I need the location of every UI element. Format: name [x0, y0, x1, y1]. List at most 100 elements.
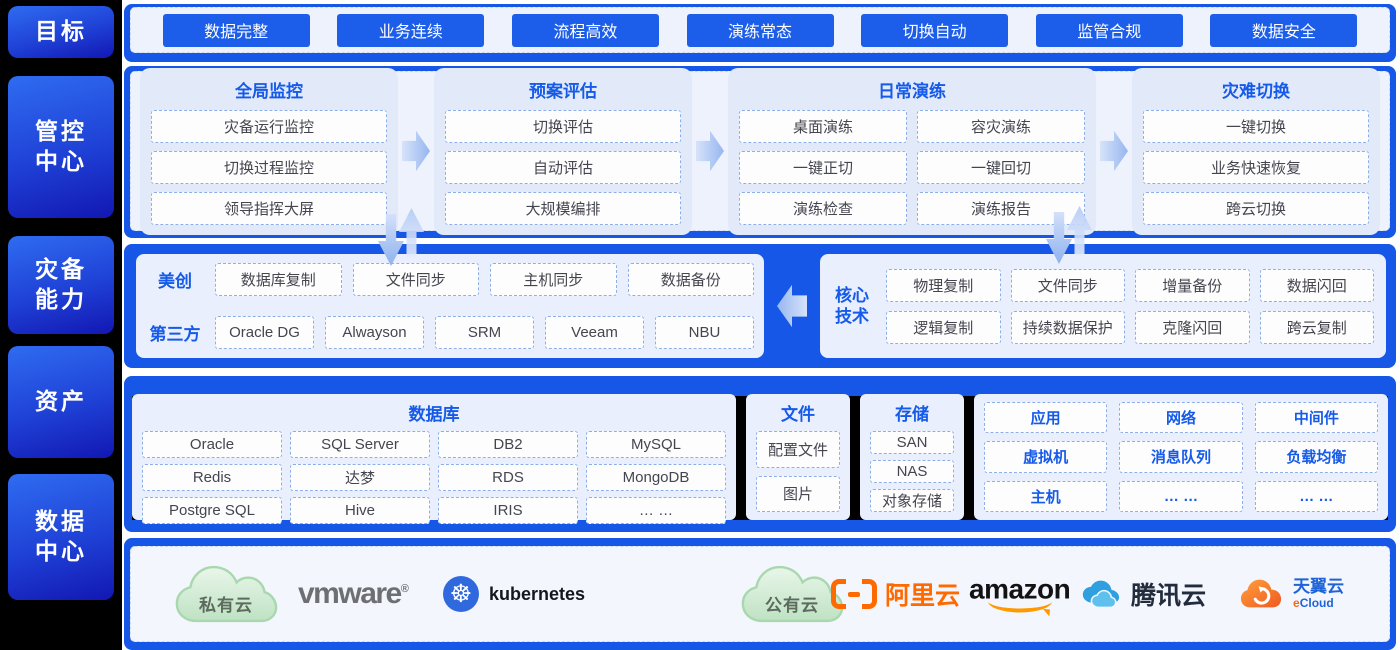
feature-chip: 演练报告 — [917, 191, 1085, 225]
asset-chip: 主机 — [984, 480, 1108, 512]
tencent-cloud-text: 腾讯云 — [1131, 582, 1207, 610]
feature-chip: 跨云切换 — [1143, 191, 1369, 225]
data-center-band: 私有云 vmware® ☸ kubernetes 公有云 — [124, 538, 1396, 650]
asset-chip: MySQL — [586, 431, 726, 458]
asset-chip: MongoDB — [586, 464, 726, 491]
capability-chip: 数据库复制 — [215, 263, 342, 296]
feature-chip: 容灾演练 — [917, 109, 1085, 143]
green-cloud-icon: 私有云 — [173, 563, 279, 625]
feature-chip: 一键正切 — [739, 150, 907, 184]
capability-chip: 主机同步 — [490, 263, 617, 296]
aliyun-text: 阿里云 — [885, 582, 961, 610]
goal-chip: 切换自动 — [861, 13, 1009, 47]
amazon-logo: amazon — [969, 573, 1071, 613]
rail-label-text: 资产 — [35, 388, 87, 415]
rail-label-text: 管控中心 — [34, 118, 87, 174]
down-up-arrows-icon — [378, 208, 428, 266]
panel-title: 数据库 — [408, 405, 460, 424]
rail-label-data-center: 数据中心 — [8, 474, 114, 600]
right-arrow-icon — [1100, 130, 1128, 172]
core-tech-items: 物理复制 文件同步 增量备份 数据闪回 逻辑复制 持续数据保护 克隆闪回 跨云复… — [886, 268, 1374, 344]
goals-inner: 数据完整 业务连续 流程高效 演练常态 切换自动 监管合规 数据安全 — [130, 7, 1390, 53]
capability-chip: 持续数据保护 — [1010, 310, 1125, 344]
dr-products-row-meichuang: 美创 数据库复制 文件同步 主机同步 数据备份 — [146, 263, 754, 296]
amazon-text: amazon — [969, 573, 1071, 605]
capability-chip: 克隆闪回 — [1135, 310, 1250, 344]
green-cloud-icon: 公有云 — [739, 563, 845, 625]
data-center-inner: 私有云 vmware® ☸ kubernetes 公有云 — [130, 546, 1390, 642]
capability-chip: 数据闪回 — [1259, 268, 1374, 302]
goals-row: 数据完整 业务连续 流程高效 演练常态 切换自动 监管合规 数据安全 — [131, 8, 1389, 52]
group-label: 第三方 — [149, 325, 201, 344]
rail-label-control-center: 管控中心 — [8, 76, 114, 218]
panel-title: 灾难切换 — [1222, 81, 1290, 101]
asset-chip: 配置文件 — [756, 431, 840, 468]
asset-chip: Oracle — [142, 431, 282, 458]
panel-items: SAN NAS 对象存储 — [870, 431, 954, 512]
up-arrow-icon — [399, 208, 424, 258]
panel-items: 一键切换 业务快速恢复 跨云切换 — [1143, 109, 1369, 225]
assets-band: 数据库 Oracle SQL Server DB2 MySQL Redis 达梦… — [124, 376, 1396, 532]
asset-chip: RDS — [438, 464, 578, 491]
panel-items: 配置文件 图片 — [756, 431, 840, 512]
capability-chip: 增量备份 — [1135, 268, 1250, 302]
aliyun-brackets-icon — [831, 579, 877, 609]
asset-chip: DB2 — [438, 431, 578, 458]
control-center-inner: 全局监控 灾备运行监控 切换过程监控 领导指挥大屏 预案评估 切换评估 自动评估… — [130, 67, 1390, 235]
ctyun-title-text: 天翼云 — [1293, 577, 1344, 597]
goal-chip: 数据完整 — [162, 13, 310, 47]
feature-chip: 桌面演练 — [739, 109, 907, 143]
asset-chip: … … — [586, 497, 726, 524]
rail-label-text: 灾备能力 — [34, 256, 87, 312]
left-arrow-wrap — [764, 254, 820, 358]
core-tech-group: 核心技术 物理复制 文件同步 增量备份 数据闪回 逻辑复制 持续数据保护 克隆闪… — [820, 254, 1386, 358]
panel-items: 灾备运行监控 切换过程监控 领导指挥大屏 — [151, 109, 387, 225]
vmware-text: vmware® — [298, 577, 409, 610]
feature-chip: 领导指挥大屏 — [151, 191, 387, 225]
cloud-label: 公有云 — [765, 596, 819, 615]
asset-chip: … … — [1254, 480, 1378, 512]
feature-chip: 大规模编排 — [445, 191, 681, 225]
private-cloud: 私有云 — [173, 563, 279, 625]
rail-label-text: 数据中心 — [34, 508, 87, 564]
panel-items: 桌面演练 容灾演练 一键正切 一键回切 演练检查 演练报告 — [739, 109, 1085, 225]
asset-chip: NAS — [870, 460, 954, 483]
asset-chip: SQL Server — [290, 431, 430, 458]
asset-chip: 对象存储 — [870, 489, 954, 512]
dr-products-row-thirdparty: 第三方 Oracle DG Alwayson SRM Veeam NBU — [146, 316, 754, 349]
asset-chip: SAN — [870, 431, 954, 454]
down-arrow-icon — [1046, 212, 1072, 264]
asset-chip: 中间件 — [1254, 402, 1378, 434]
panel-items: 切换评估 自动评估 大规模编排 — [445, 109, 681, 225]
control-center-band: 全局监控 灾备运行监控 切换过程监控 领导指挥大屏 预案评估 切换评估 自动评估… — [124, 66, 1396, 238]
capability-chip: Alwayson — [325, 316, 424, 349]
ctyun-wordmark: 天翼云 eCloud — [1293, 577, 1344, 610]
panel-title: 文件 — [781, 405, 815, 424]
panel-title: 预案评估 — [529, 81, 597, 101]
asset-chip: 负载均衡 — [1254, 441, 1378, 473]
vmware-logo: vmware® — [298, 577, 409, 611]
cloud-label: 私有云 — [199, 596, 253, 615]
ctyun-subtitle-text: eCloud — [1293, 595, 1334, 610]
data-center-logos: 私有云 vmware® ☸ kubernetes 公有云 — [131, 547, 1389, 641]
capability-chip: SRM — [435, 316, 534, 349]
goal-chip: 演练常态 — [686, 13, 834, 47]
asset-chip: 图片 — [756, 475, 840, 512]
tencent-cloud-logo: 腾讯云 — [1079, 576, 1206, 612]
dr-capability-band: 美创 数据库复制 文件同步 主机同步 数据备份 第三方 Oracle DG Al… — [124, 244, 1396, 368]
goal-chip: 流程高效 — [511, 13, 659, 47]
goals-band: 数据完整 业务连续 流程高效 演练常态 切换自动 监管合规 数据安全 — [124, 4, 1396, 62]
asset-chip: 网络 — [1119, 402, 1243, 434]
control-center-row: 全局监控 灾备运行监控 切换过程监控 领导指挥大屏 预案评估 切换评估 自动评估… — [131, 67, 1389, 235]
asset-chip: 应用 — [984, 402, 1108, 434]
asset-chip: Postgre SQL — [142, 497, 282, 524]
capability-chip: Veeam — [545, 316, 644, 349]
feature-chip: 自动评估 — [445, 150, 681, 184]
down-arrow-icon — [378, 214, 404, 266]
left-rail: 目标 管控中心 灾备能力 资产 数据中心 — [0, 0, 122, 650]
core-tech-label: 核心技术 — [832, 285, 872, 328]
up-arrow-icon — [1067, 206, 1092, 256]
capability-chip: 文件同步 — [352, 263, 479, 296]
public-cloud: 公有云 — [739, 563, 845, 625]
